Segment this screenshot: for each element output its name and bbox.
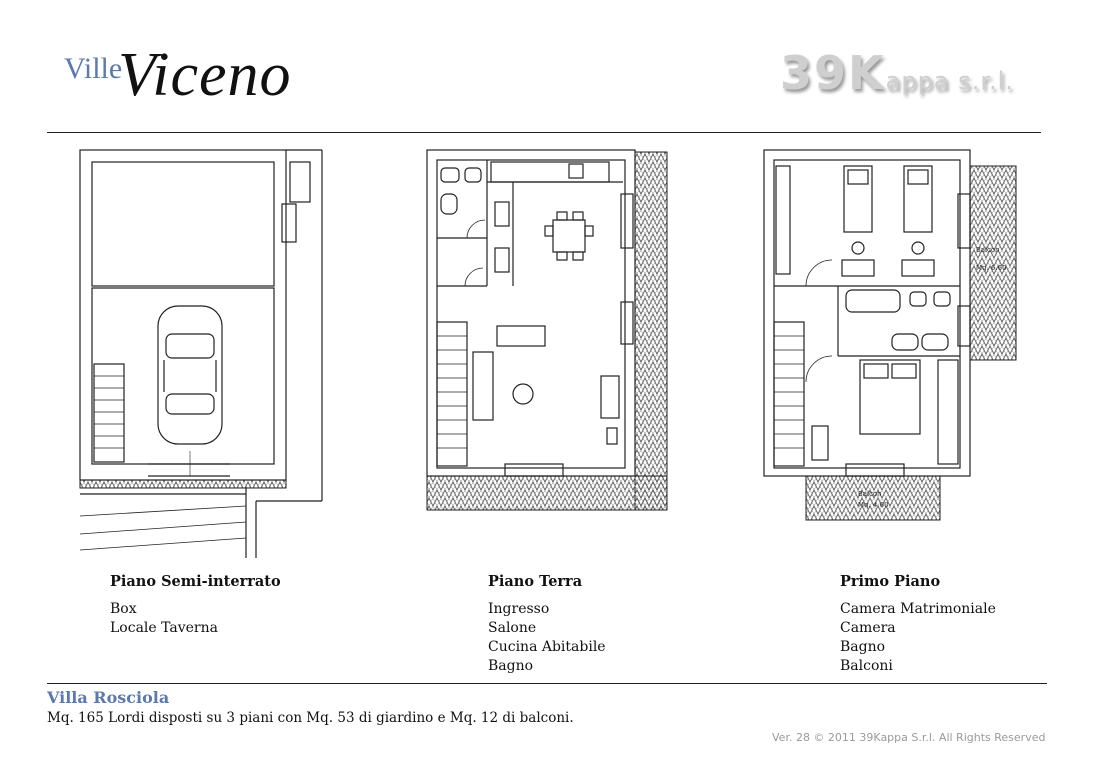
brand-logo: 39Kappa s.r.l.: [780, 46, 1014, 100]
floorplan-primo-piano: Balcon Mq. 6.60 Balcon Mq. 4.60: [763, 149, 1017, 521]
balcony-top-label: Balcon: [976, 246, 1000, 254]
balcony-bottom-label: Balcon: [858, 490, 882, 498]
room-item: Ingresso: [488, 601, 550, 617]
balcony-bottom-area: Mq. 4.60: [858, 501, 889, 509]
villa-description: Mq. 165 Lordi disposti su 3 piani con Mq…: [47, 710, 574, 726]
floor-title: Piano Terra: [488, 573, 583, 590]
room-list: Camera Matrimoniale Camera Bagno Balconi: [840, 600, 996, 676]
footer-divider: [47, 683, 1047, 684]
floor-column-piano-terra: Piano Terra Ingresso Salone Cucina Abita…: [488, 573, 606, 676]
villa-name: Villa Rosciola: [47, 688, 170, 707]
brand-logo-number: 39K: [780, 46, 886, 100]
room-item: Salone: [488, 620, 537, 636]
room-item: Locale Taverna: [110, 620, 218, 636]
room-item: Bagno: [488, 658, 534, 674]
room-item: Box: [110, 601, 137, 617]
floor-title: Primo Piano: [840, 573, 941, 590]
floor-column-semi-interrato: Piano Semi-interrato Box Locale Taverna: [110, 573, 281, 638]
room-item: Bagno: [840, 639, 886, 655]
floor-title: Piano Semi-interrato: [110, 573, 281, 590]
room-item: Camera Matrimoniale: [840, 601, 996, 617]
floorplan-piano-terra: [426, 149, 668, 511]
room-item: Cucina Abitabile: [488, 639, 606, 655]
floorplan-semi-interrato: [79, 149, 323, 558]
room-item: Balconi: [840, 658, 893, 674]
logo-ville: Ville: [64, 52, 123, 85]
balcony-top-area: Mq. 6.60: [976, 264, 1007, 272]
header-divider: [47, 132, 1041, 133]
logo-viceno: Viceno: [118, 41, 292, 109]
room-list: Ingresso Salone Cucina Abitabile Bagno: [488, 600, 606, 676]
room-item: Camera: [840, 620, 896, 636]
room-list: Box Locale Taverna: [110, 600, 281, 638]
brand-logo-text: appa s.r.l.: [885, 67, 1014, 95]
floor-column-primo-piano: Primo Piano Camera Matrimoniale Camera B…: [840, 573, 996, 676]
copyright-notice: Ver. 28 © 2011 39Kappa S.r.l. All Rights…: [772, 731, 1046, 744]
